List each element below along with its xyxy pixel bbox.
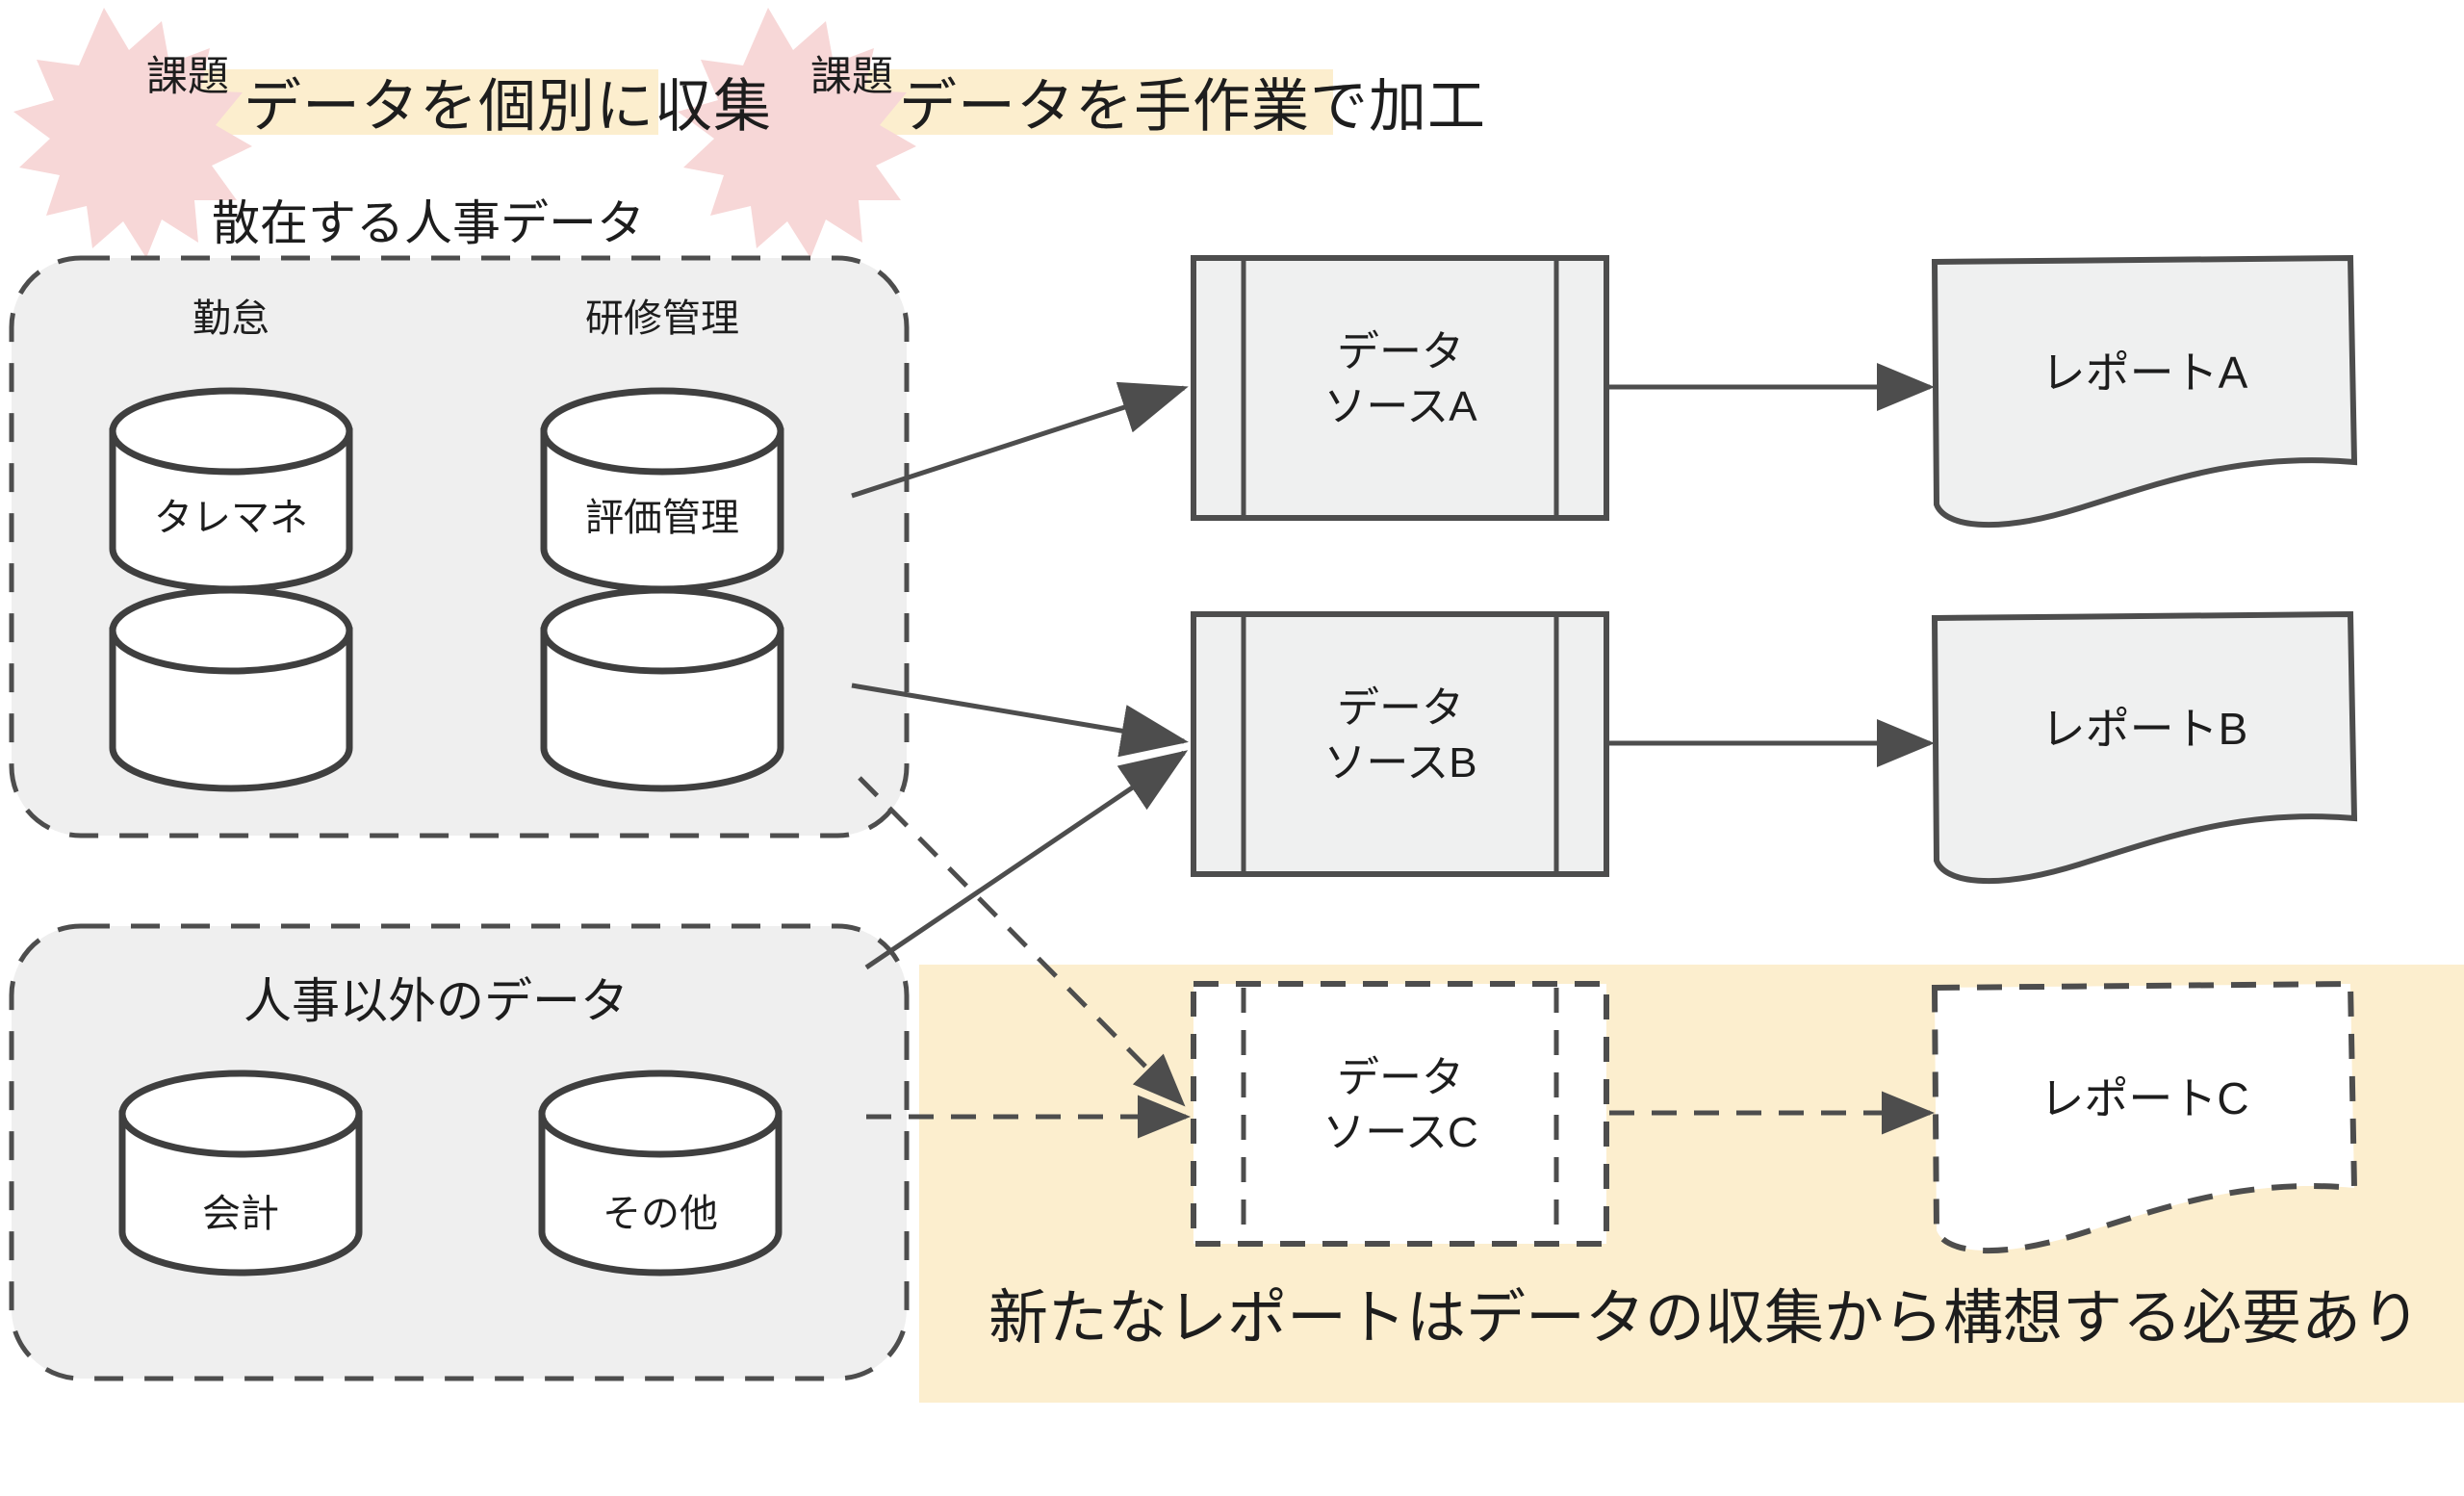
- data-source-b-label: データ ソースB: [1323, 681, 1476, 790]
- banner-2-background: [839, 69, 1333, 135]
- database-cylinder-kaikei: [118, 1070, 363, 1277]
- arrow-group1-to-source-c: [858, 776, 1186, 1107]
- database-label-talentmgmt: タレマネ: [154, 497, 308, 539]
- database-cylinder-talentmgmt: [109, 586, 353, 792]
- database-label-sonota: その他: [603, 1193, 718, 1235]
- bottom-caption: 新たなレポートはデータの収集から構想する必要あり: [988, 1285, 2422, 1352]
- report-c-label: レポートC: [2040, 1073, 2249, 1123]
- data-source-a-line2: ソースA: [1323, 383, 1477, 431]
- banner-1-background: [171, 69, 658, 135]
- group-1-title: 散在する人事データ: [212, 196, 645, 250]
- data-source-c-line1: データ: [1336, 1054, 1464, 1101]
- database-label-hyouka: 評価管理: [585, 497, 739, 539]
- database-cylinder-hyouka: [540, 586, 784, 792]
- data-source-a-label: データ ソースA: [1323, 324, 1476, 434]
- banner-1-label: データを個別に収集: [244, 74, 772, 139]
- burst-2-shape: [678, 8, 916, 258]
- report-b-label: レポートB: [2040, 704, 2248, 754]
- burst-1-label: 課題: [146, 54, 229, 100]
- burst-1-shape: [13, 8, 252, 258]
- data-source-a-shape: [1191, 255, 1609, 521]
- data-source-b-shape: [1191, 611, 1609, 877]
- banner-2-label: データを手作業で加工: [899, 74, 1486, 139]
- burst-2-label: 課題: [810, 54, 893, 100]
- data-source-c-line2: ソースC: [1322, 1109, 1478, 1157]
- group-2-title: 人事以外のデータ: [244, 974, 629, 1028]
- report-b-shape: [1931, 610, 2358, 885]
- database-label-kaikei: 会計: [202, 1193, 279, 1235]
- data-source-c-shape: [1191, 981, 1609, 1247]
- data-source-b-line2: ソースB: [1323, 739, 1477, 787]
- arrow-hyouka-to-source-b: [851, 683, 1189, 758]
- arrow-group2-to-source-b: [864, 750, 1189, 970]
- data-source-c-label: データ ソースC: [1322, 1050, 1478, 1160]
- database-label-kintai: 勤怠: [192, 297, 270, 340]
- database-cylinder-sonota: [538, 1070, 783, 1277]
- data-source-a-line1: データ: [1337, 328, 1464, 375]
- data-source-b-line1: データ: [1337, 684, 1464, 732]
- database-label-kenshu: 研修管理: [585, 297, 739, 340]
- report-a-shape: [1931, 254, 2358, 529]
- database-cylinder-kenshu: [540, 387, 784, 593]
- report-c-shape: [1931, 980, 2358, 1254]
- arrow-kenshu-to-source-a: [851, 381, 1189, 499]
- report-a-label: レポートA: [2040, 348, 2248, 398]
